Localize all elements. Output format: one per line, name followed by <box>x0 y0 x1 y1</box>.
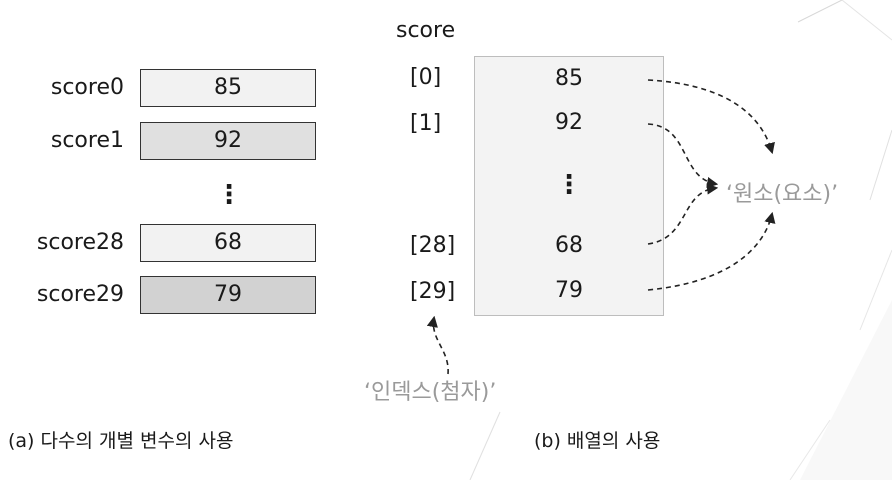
variable-name: score28 <box>36 230 124 255</box>
array-cell: 68 <box>474 224 664 271</box>
caption-b: (b) 배열의 사용 <box>534 430 661 452</box>
decor-line <box>841 0 892 41</box>
variable-name: score1 <box>50 128 124 153</box>
decor-line <box>869 129 892 201</box>
arrow-to-element <box>647 211 776 291</box>
array-name: score <box>396 18 456 43</box>
arrow-to-element <box>647 79 775 155</box>
arrow-to-element <box>647 183 719 245</box>
element-label: ‘원소(요소)’ <box>726 182 839 207</box>
caption-a: (a) 다수의 개별 변수의 사용 <box>8 430 234 452</box>
array-cell: 85 <box>474 56 664 103</box>
array-index: [0] <box>410 65 442 90</box>
variable-box: 85 <box>140 69 316 107</box>
array-cell-ellipsis: ⋮ <box>474 146 664 226</box>
variable-box: 68 <box>140 224 316 262</box>
ellipsis: ⋮ <box>216 180 242 210</box>
ellipsis: ⋮ <box>556 170 582 200</box>
decor-line <box>797 0 843 23</box>
arrow-to-element <box>647 123 719 189</box>
decor-line <box>859 249 892 331</box>
index-label: ‘인덱스(첨자)’ <box>364 380 497 405</box>
array-index: [29] <box>410 279 456 304</box>
variable-name: score0 <box>50 75 124 100</box>
array-index: [1] <box>410 111 442 136</box>
decor-corner <box>800 300 892 480</box>
arrow-to-index <box>426 315 449 375</box>
variable-box: 79 <box>140 276 316 314</box>
decor-line <box>469 411 501 480</box>
decor-line <box>789 419 831 480</box>
variable-name: score29 <box>36 282 124 307</box>
array-cell: 79 <box>474 269 664 316</box>
variable-box: 92 <box>140 122 316 160</box>
array-index: [28] <box>410 233 456 258</box>
